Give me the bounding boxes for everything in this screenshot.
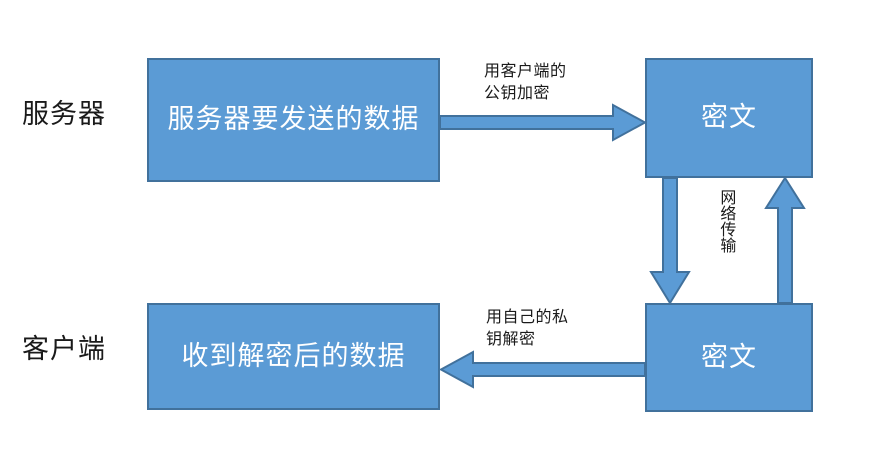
role-label-client: 客户端 [22,334,106,365]
arrow-decrypt-left [438,350,646,389]
node-cipher-top: 密文 [645,58,813,178]
role-label-server: 服务器 [22,99,106,130]
arrow-encrypt-right [439,103,648,142]
arrow-network-up [764,176,806,304]
edge-label-encrypt: 用客户端的 公钥加密 [484,61,567,102]
node-client-data: 收到解密后的数据 [147,303,440,410]
edge-label-network-transmission: 网络传输 [717,189,737,253]
arrow-network-down [649,177,691,305]
node-cipher-bottom: 密文 [645,303,813,412]
node-server-data: 服务器要发送的数据 [147,58,440,182]
edge-label-decrypt: 用自己的私 钥解密 [486,307,569,348]
